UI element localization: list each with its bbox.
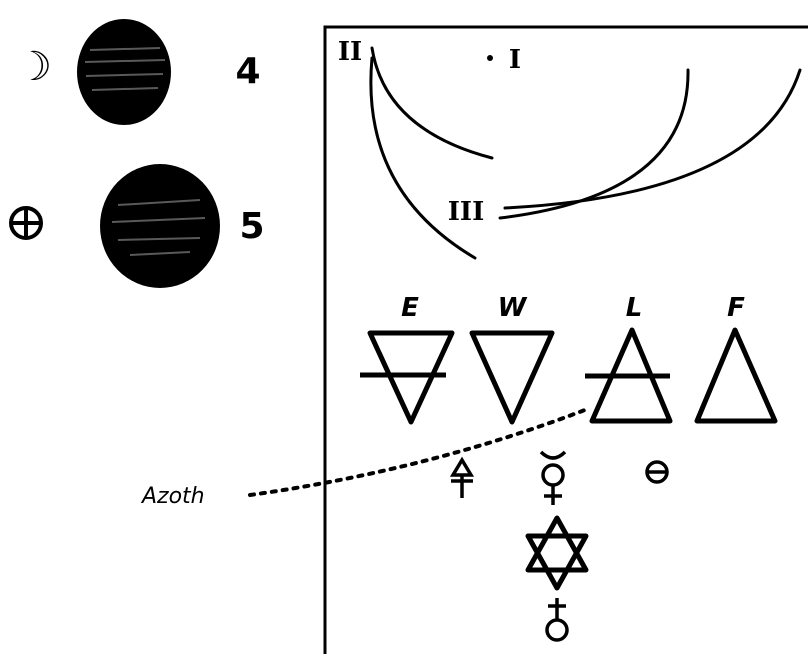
curves <box>371 48 800 258</box>
azoth-dotted-line <box>250 408 590 495</box>
sulfur-symbol <box>451 460 473 498</box>
element-triangles <box>360 330 775 422</box>
curve-label-i-group: I <box>487 45 521 75</box>
curve-right-short <box>500 70 688 218</box>
earth-disc <box>100 164 220 288</box>
curve-label-iii: III <box>448 197 485 227</box>
curve-inner <box>372 48 492 158</box>
moon-number: 4 <box>235 51 260 92</box>
air-triangle <box>585 330 670 421</box>
element-label-fire: F <box>727 293 745 323</box>
dot-marker <box>487 55 493 61</box>
curve-label-ii: II <box>338 37 362 67</box>
moon-symbol: ☽ <box>16 44 52 90</box>
mercury-symbol <box>541 452 565 505</box>
element-label-air: L <box>626 293 643 323</box>
salt-symbol <box>647 462 667 482</box>
planet-row-earth: 5 <box>11 164 265 288</box>
fire-triangle <box>697 330 775 421</box>
moon-disc <box>77 19 171 125</box>
earth-number: 5 <box>239 206 264 247</box>
water-triangle <box>472 333 552 422</box>
planet-row-moon: ☽ 4 <box>16 19 260 125</box>
hexagram-symbol <box>528 518 586 588</box>
diagram-frame <box>325 27 808 654</box>
curve-right-long <box>505 70 800 208</box>
element-label-earth: E <box>401 293 419 323</box>
element-label-water: W <box>498 293 528 323</box>
earth-symbol <box>11 208 41 238</box>
azoth-label: Azoth <box>140 484 205 509</box>
earth-triangle <box>360 333 452 422</box>
antimony-symbol <box>547 598 567 640</box>
curve-label-i: I <box>509 45 521 75</box>
